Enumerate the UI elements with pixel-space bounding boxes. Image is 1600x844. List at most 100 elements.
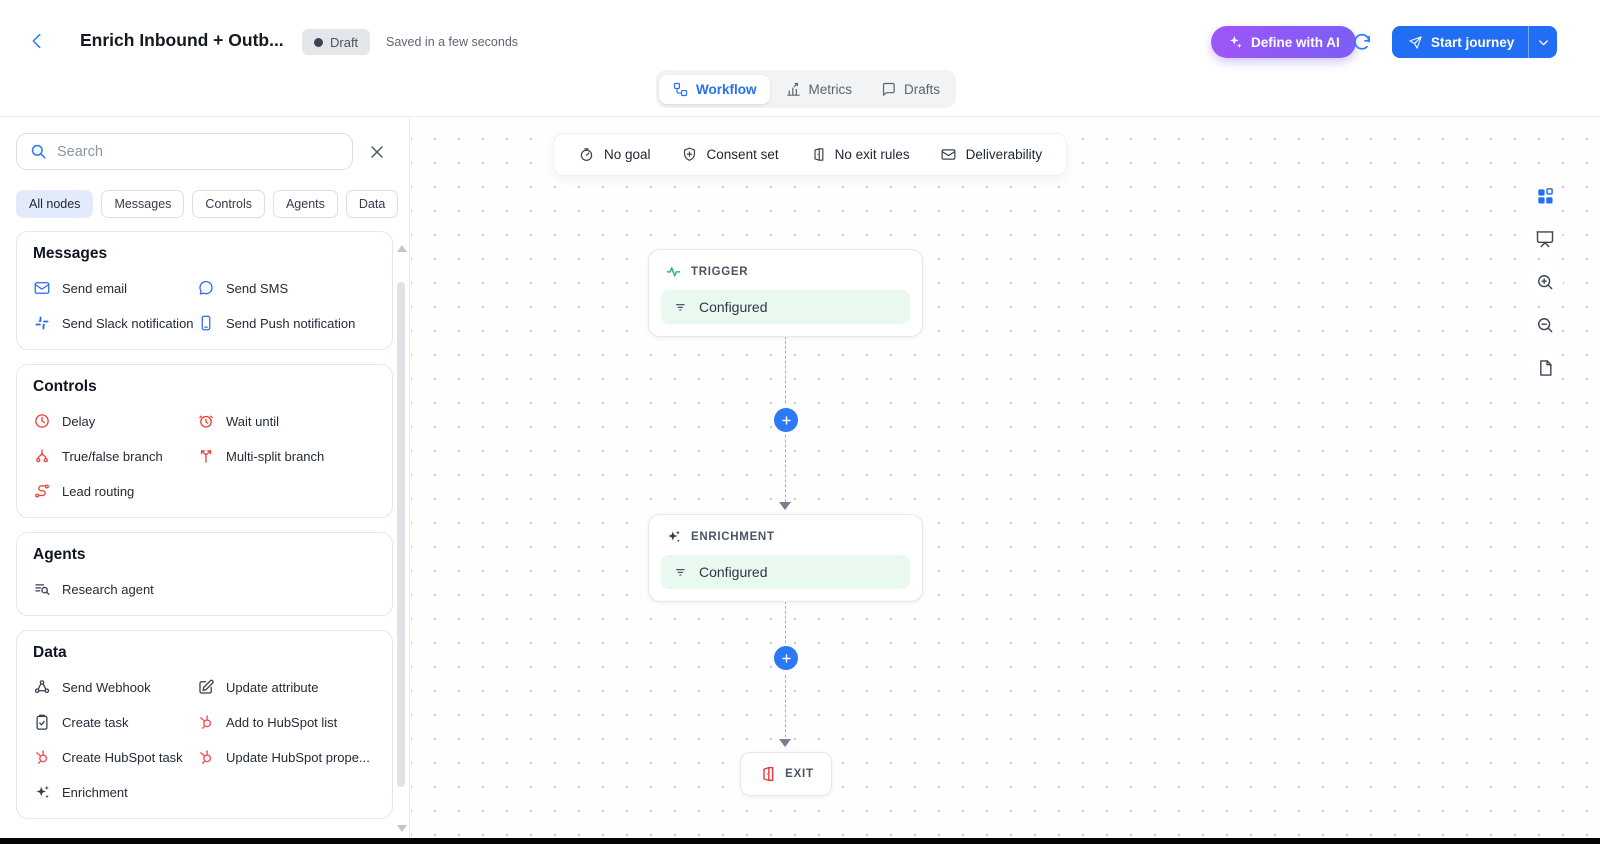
node-item-label: Multi-split branch (226, 448, 325, 464)
node-item-label: True/false branch (62, 448, 163, 464)
close-sidebar-button[interactable] (367, 142, 387, 162)
page-title: Enrich Inbound + Outb... (80, 30, 284, 50)
add-step-button[interactable] (774, 408, 798, 432)
scrollbar-thumb[interactable] (397, 282, 405, 787)
branch-icon (33, 447, 51, 465)
start-journey-menu-button[interactable] (1529, 26, 1557, 58)
exit-label: EXIT (785, 768, 814, 780)
tool-page[interactable] (1527, 350, 1563, 386)
chevron-left-icon (26, 30, 48, 52)
status-pill-label: Consent set (706, 147, 779, 162)
mail-icon (33, 279, 51, 297)
add-step-button[interactable] (774, 646, 798, 670)
connector-arrow-icon (779, 739, 791, 747)
app-header: Enrich Inbound + Outb... Draft Saved in … (0, 0, 1600, 117)
shield-plus-icon (681, 146, 698, 163)
hubspot-icon (33, 748, 51, 766)
node-item-lead-routing[interactable]: Lead routing (33, 482, 197, 500)
filter-chip-agents[interactable]: Agents (272, 190, 338, 218)
status-pill-deliverability[interactable]: Deliverability (940, 146, 1042, 163)
node-item-label: Wait until (226, 413, 279, 429)
plus-icon (780, 414, 793, 427)
tab-metrics[interactable]: Metrics (772, 75, 866, 104)
tab-drafts[interactable]: Drafts (867, 75, 953, 104)
node-item-update-attribute[interactable]: Update attribute (197, 678, 376, 696)
tool-presentation[interactable] (1527, 221, 1563, 257)
plus-icon (780, 652, 793, 665)
tool-zoom-out[interactable] (1527, 307, 1563, 343)
enrichment-node[interactable]: ENRICHMENT Configured (648, 514, 923, 602)
search-input[interactable] (57, 143, 340, 160)
tab-workflow[interactable]: Workflow (659, 74, 770, 104)
node-item-enrichment[interactable]: Enrichment (33, 783, 197, 801)
scroll-up-arrow[interactable] (397, 245, 407, 252)
door-icon (809, 146, 826, 163)
node-type-label: ENRICHMENT (691, 530, 775, 543)
node-type-label: TRIGGER (691, 265, 749, 278)
filter-chip-messages[interactable]: Messages (101, 190, 185, 218)
mail-check-icon (940, 146, 957, 163)
node-item-add-to-hubspot-list[interactable]: Add to HubSpot list (197, 713, 376, 731)
section-items: Research agent (33, 580, 376, 598)
presentation-icon (1535, 229, 1555, 249)
enrichment-configured-status[interactable]: Configured (661, 555, 910, 589)
filter-chip-controls[interactable]: Controls (192, 190, 265, 218)
node-item-multi-split-branch[interactable]: Multi-split branch (197, 447, 376, 465)
trigger-node[interactable]: TRIGGER Configured (648, 249, 923, 337)
node-item-send-webhook[interactable]: Send Webhook (33, 678, 197, 696)
define-with-ai-button[interactable]: Define with AI (1211, 26, 1356, 58)
node-item-send-push-notification[interactable]: Send Push notification (197, 314, 376, 332)
scroll-down-arrow[interactable] (397, 825, 407, 832)
journey-status-bar: No goal Consent set No exit rules Deliverab… (553, 133, 1068, 176)
node-item-send-sms[interactable]: Send SMS (197, 279, 376, 297)
send-icon (1408, 35, 1423, 50)
tab-label: Drafts (904, 81, 941, 97)
node-item-send-slack-notification[interactable]: Send Slack notification (33, 314, 197, 332)
refresh-button[interactable] (1352, 32, 1372, 52)
node-item-update-hubspot-prope[interactable]: Update HubSpot prope... (197, 748, 376, 766)
canvas-toolbar (1527, 178, 1563, 393)
button-divider (1528, 26, 1530, 58)
node-item-wait-until[interactable]: Wait until (197, 412, 376, 430)
node-item-research-agent[interactable]: Research agent (33, 580, 197, 598)
workflow-canvas[interactable]: No goal Consent set No exit rules Deliverab… (411, 117, 1600, 839)
node-item-label: Update attribute (226, 679, 319, 695)
node-item-create-hubspot-task[interactable]: Create HubSpot task (33, 748, 197, 766)
chevron-down-icon (1536, 35, 1551, 50)
node-item-delay[interactable]: Delay (33, 412, 197, 430)
exit-node[interactable]: EXIT (740, 752, 832, 796)
node-item-true-false-branch[interactable]: True/false branch (33, 447, 197, 465)
zoom-in-icon (1535, 272, 1555, 292)
filter-chip-all-nodes[interactable]: All nodes (16, 190, 94, 218)
node-item-label: Send Webhook (62, 679, 151, 695)
tool-layout-grid[interactable] (1527, 178, 1563, 214)
status-pill-no-exit-rules[interactable]: No exit rules (809, 146, 910, 163)
status-pill-consent-set[interactable]: Consent set (681, 146, 779, 163)
configured-label: Configured (699, 299, 768, 315)
node-item-create-task[interactable]: Create task (33, 713, 197, 731)
node-item-label: Send Slack notification (62, 315, 194, 331)
page-icon (1535, 358, 1555, 378)
start-journey-button[interactable]: Start journey (1392, 26, 1528, 58)
workflow-icon (672, 81, 689, 98)
goal-icon (578, 146, 595, 163)
tool-zoom-in[interactable] (1527, 264, 1563, 300)
trigger-configured-status[interactable]: Configured (661, 290, 910, 324)
status-badge-label: Draft (330, 34, 359, 50)
status-pill-label: No exit rules (834, 147, 910, 162)
back-button[interactable] (24, 28, 50, 54)
slack-icon (33, 314, 51, 332)
node-item-send-email[interactable]: Send email (33, 279, 197, 297)
edit-icon (197, 678, 215, 696)
node-item-label: Enrichment (62, 784, 128, 800)
pulse-icon (665, 263, 682, 280)
filter-chip-data[interactable]: Data (345, 190, 399, 218)
status-pill-no-goal[interactable]: No goal (578, 146, 651, 163)
refresh-icon (1352, 32, 1372, 52)
